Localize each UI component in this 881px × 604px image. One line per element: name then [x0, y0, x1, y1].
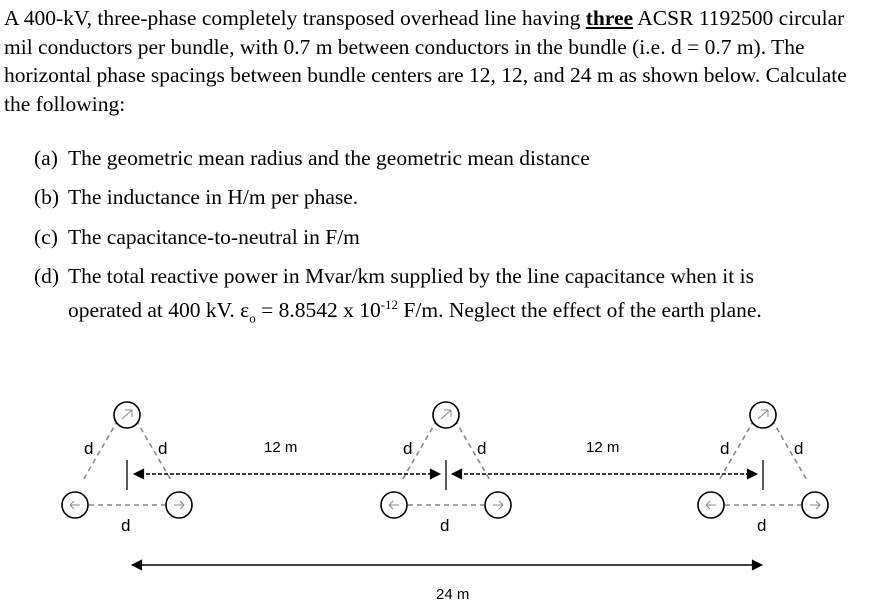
phase-a-bundle — [61, 401, 193, 519]
d-label: d — [121, 516, 130, 535]
part-text: The capacitance-to-neutral in F/m — [68, 225, 360, 249]
d-label: d — [403, 439, 412, 458]
intro-text-end: ACSR 1192500 circular mil conductors per… — [4, 6, 847, 116]
spacing-label-right: 12 m — [586, 439, 619, 456]
exponent-superscript: -12 — [380, 296, 399, 312]
bundle-diagram: d d d d d d d d d 12 m 12 m 24 m — [61, 401, 829, 603]
part-label: (d) — [34, 264, 60, 288]
part-text: The inductance in H/m per phase. — [68, 185, 359, 209]
d-label: d — [757, 516, 766, 535]
part-d-text: operated at 400 kV. ε — [68, 297, 250, 322]
part-d: (d) The total reactive power in Mvar/km s… — [34, 262, 762, 333]
phase-b-bundle — [380, 401, 512, 519]
total-span-label: 24 m — [436, 586, 469, 603]
part-c: (c) The capacitance-to-neutral in F/m — [34, 223, 360, 252]
part-label: (c) — [34, 225, 58, 249]
part-b: (b) The inductance in H/m per phase. — [34, 183, 358, 212]
intro-text-start: A 400-kV, three-phase completely transpo… — [4, 6, 586, 30]
part-d-text: = 8.8542 x 10 — [255, 297, 381, 322]
part-text: The total reactive power in Mvar/km supp… — [68, 264, 754, 288]
phase-c-bundle — [697, 401, 829, 519]
epsilon-subscript: o — [249, 310, 256, 326]
part-d-text: F/m. Neglect the effect of the earth pla… — [398, 297, 762, 322]
problem-statement: A 400-kV, three-phase completely transpo… — [4, 4, 876, 118]
part-label: (b) — [34, 185, 60, 209]
spacing-label-left: 12 m — [264, 439, 297, 456]
part-d-continuation: operated at 400 kV. εo = 8.8542 x 10-12 … — [34, 291, 762, 333]
part-label: (a) — [34, 146, 58, 170]
d-label: d — [794, 439, 803, 458]
d-label: d — [440, 516, 449, 535]
d-label: d — [84, 439, 93, 458]
d-label: d — [720, 439, 729, 458]
part-a: (a) The geometric mean radius and the geo… — [34, 144, 590, 173]
intro-emphasis: three — [585, 6, 634, 30]
d-label: d — [477, 439, 486, 458]
part-text: The geometric mean radius and the geomet… — [68, 146, 590, 170]
d-label: d — [158, 439, 167, 458]
